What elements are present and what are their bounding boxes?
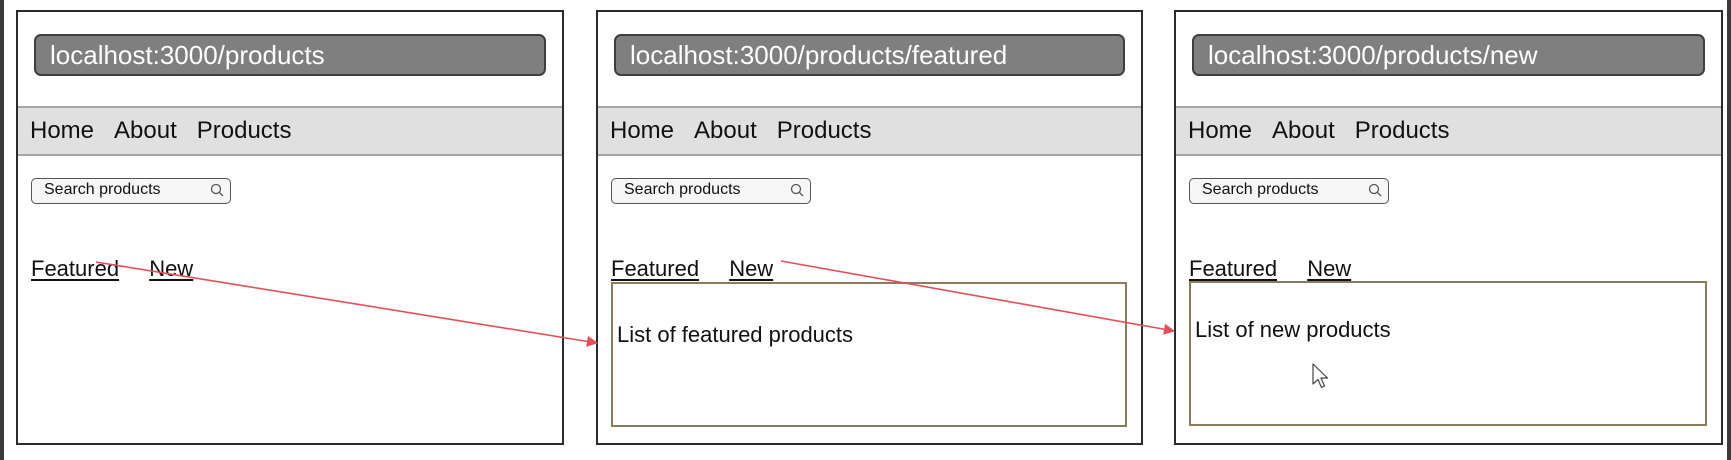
search-placeholder: Search products — [44, 181, 161, 198]
featured-link[interactable]: Featured — [1189, 256, 1278, 281]
product-tabs: Featured New — [611, 256, 797, 282]
nav-about-link[interactable]: About — [694, 117, 757, 144]
search-icon — [790, 183, 804, 197]
nav-bar: Home About Products — [598, 106, 1141, 156]
new-link[interactable]: New — [729, 256, 774, 281]
product-tabs: Featured New — [1189, 256, 1375, 282]
browser-panel-products: localhost:3000/products Home About Produ… — [16, 10, 564, 445]
search-input[interactable]: Search products — [31, 178, 231, 204]
arrow-featured-to-featured-page — [95, 261, 599, 347]
search-placeholder: Search products — [1202, 181, 1319, 198]
search-input[interactable]: Search products — [611, 178, 811, 204]
browser-panel-featured: localhost:3000/products/featured Home Ab… — [596, 10, 1143, 445]
new-products-list: List of new products — [1189, 281, 1707, 426]
featured-link[interactable]: Featured — [611, 256, 700, 281]
mouse-cursor-icon — [1312, 363, 1329, 389]
screen-edge-left — [0, 0, 4, 460]
search-icon — [1368, 183, 1382, 197]
nav-home-link[interactable]: Home — [1188, 117, 1253, 144]
address-bar[interactable]: localhost:3000/products/new — [1192, 34, 1705, 76]
nav-home-link[interactable]: Home — [610, 117, 675, 144]
nav-products-link[interactable]: Products — [1354, 117, 1450, 144]
nav-home-link[interactable]: Home — [30, 117, 95, 144]
browser-panel-new: localhost:3000/products/new Home About P… — [1174, 10, 1723, 445]
nav-products-link[interactable]: Products — [776, 117, 872, 144]
search-icon — [210, 183, 224, 197]
new-link[interactable]: New — [1307, 256, 1352, 281]
list-content-label: List of new products — [1195, 317, 1391, 342]
address-bar[interactable]: localhost:3000/products/featured — [614, 34, 1125, 76]
nav-bar: Home About Products — [18, 106, 562, 156]
featured-link[interactable]: Featured — [31, 256, 120, 281]
featured-products-list: List of featured products — [611, 282, 1127, 427]
nav-products-link[interactable]: Products — [196, 117, 292, 144]
nav-about-link[interactable]: About — [114, 117, 177, 144]
search-input[interactable]: Search products — [1189, 178, 1389, 204]
address-bar[interactable]: localhost:3000/products — [34, 34, 546, 76]
nav-about-link[interactable]: About — [1272, 117, 1335, 144]
screen-edge-right — [1727, 0, 1731, 460]
list-content-label: List of featured products — [617, 322, 854, 347]
search-placeholder: Search products — [624, 181, 741, 198]
nav-bar: Home About Products — [1176, 106, 1721, 156]
arrow-new-to-new-page — [780, 260, 1176, 335]
